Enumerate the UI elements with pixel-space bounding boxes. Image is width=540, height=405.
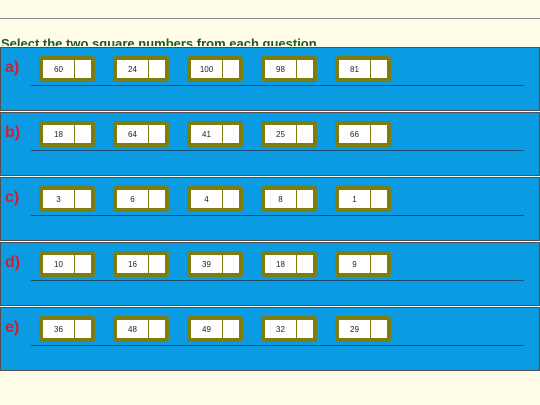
option-checkbox[interactable]	[297, 190, 313, 208]
option-checkbox[interactable]	[75, 255, 91, 273]
answer-option[interactable]: 39	[187, 251, 243, 277]
question-row-c: c) 3 6 4 8 1	[0, 177, 540, 241]
answer-option[interactable]: 18	[39, 121, 95, 147]
option-checkbox[interactable]	[75, 320, 91, 338]
question-letter: b)	[5, 124, 21, 141]
option-number: 49	[191, 320, 223, 338]
answer-option[interactable]: 98	[261, 56, 317, 82]
option-checkbox[interactable]	[371, 255, 387, 273]
option-checkbox[interactable]	[297, 60, 313, 78]
answer-option[interactable]: 32	[261, 316, 317, 342]
answer-option[interactable]: 41	[187, 121, 243, 147]
question-row-e: e) 36 48 49 32 29	[0, 307, 540, 371]
question-letter: e)	[5, 319, 20, 336]
option-checkbox[interactable]	[371, 125, 387, 143]
option-checkbox[interactable]	[223, 320, 239, 338]
answer-option[interactable]: 81	[335, 56, 391, 82]
option-number: 4	[191, 190, 223, 208]
option-number: 48	[117, 320, 149, 338]
option-number: 41	[191, 125, 223, 143]
option-number: 32	[265, 320, 297, 338]
option-number: 9	[339, 255, 371, 273]
option-checkbox[interactable]	[371, 60, 387, 78]
option-checkbox[interactable]	[297, 125, 313, 143]
option-checkbox[interactable]	[149, 60, 165, 78]
answer-option[interactable]: 8	[261, 186, 317, 212]
answer-underline	[31, 280, 524, 281]
option-checkbox[interactable]	[149, 320, 165, 338]
answer-option[interactable]: 1	[335, 186, 391, 212]
answer-option[interactable]: 100	[187, 56, 243, 82]
option-number: 98	[265, 60, 297, 78]
answer-options: 3 6 4 8 1	[39, 186, 391, 212]
option-number: 16	[117, 255, 149, 273]
option-checkbox[interactable]	[371, 190, 387, 208]
question-letter: c)	[5, 189, 20, 206]
option-number: 100	[191, 60, 223, 78]
option-number: 3	[43, 190, 75, 208]
option-number: 36	[43, 320, 75, 338]
option-number: 25	[265, 125, 297, 143]
answer-option[interactable]: 66	[335, 121, 391, 147]
option-number: 60	[43, 60, 75, 78]
option-checkbox[interactable]	[223, 190, 239, 208]
option-number: 1	[339, 190, 371, 208]
option-number: 6	[117, 190, 149, 208]
answer-underline	[31, 215, 524, 216]
option-checkbox[interactable]	[297, 255, 313, 273]
option-number: 81	[339, 60, 371, 78]
option-checkbox[interactable]	[149, 125, 165, 143]
answer-option[interactable]: 60	[39, 56, 95, 82]
option-checkbox[interactable]	[223, 125, 239, 143]
answer-underline	[31, 150, 524, 151]
option-number: 18	[43, 125, 75, 143]
answer-option[interactable]: 24	[113, 56, 169, 82]
question-letter: d)	[5, 254, 21, 271]
option-number: 64	[117, 125, 149, 143]
option-checkbox[interactable]	[75, 190, 91, 208]
question-list: a) 60 24 100 98 81 b) 18 64 41 25 66 c) …	[0, 47, 540, 371]
answer-options: 36 48 49 32 29	[39, 316, 391, 342]
answer-options: 10 16 39 18 9	[39, 251, 391, 277]
question-row-d: d) 10 16 39 18 9	[0, 242, 540, 306]
question-row-b: b) 18 64 41 25 66	[0, 112, 540, 176]
question-row-a: a) 60 24 100 98 81	[0, 47, 540, 111]
option-checkbox[interactable]	[371, 320, 387, 338]
answer-underline	[31, 345, 524, 346]
answer-option[interactable]: 4	[187, 186, 243, 212]
answer-underline	[31, 85, 524, 86]
option-checkbox[interactable]	[223, 60, 239, 78]
answer-option[interactable]: 36	[39, 316, 95, 342]
answer-option[interactable]: 49	[187, 316, 243, 342]
option-checkbox[interactable]	[75, 60, 91, 78]
answer-option[interactable]: 6	[113, 186, 169, 212]
answer-options: 60 24 100 98 81	[39, 56, 391, 82]
answer-option[interactable]: 64	[113, 121, 169, 147]
option-checkbox[interactable]	[149, 255, 165, 273]
answer-option[interactable]: 16	[113, 251, 169, 277]
option-number: 18	[265, 255, 297, 273]
option-number: 24	[117, 60, 149, 78]
option-number: 39	[191, 255, 223, 273]
option-number: 10	[43, 255, 75, 273]
answer-option[interactable]: 29	[335, 316, 391, 342]
answer-option[interactable]: 48	[113, 316, 169, 342]
option-checkbox[interactable]	[297, 320, 313, 338]
answer-option[interactable]: 18	[261, 251, 317, 277]
option-number: 66	[339, 125, 371, 143]
option-checkbox[interactable]	[149, 190, 165, 208]
option-checkbox[interactable]	[75, 125, 91, 143]
answer-options: 18 64 41 25 66	[39, 121, 391, 147]
option-number: 29	[339, 320, 371, 338]
top-bar	[0, 0, 540, 19]
answer-option[interactable]: 3	[39, 186, 95, 212]
option-number: 8	[265, 190, 297, 208]
instruction-text: Select the two square numbers from each …	[1, 37, 317, 46]
question-letter: a)	[5, 59, 20, 76]
answer-option[interactable]: 10	[39, 251, 95, 277]
answer-option[interactable]: 25	[261, 121, 317, 147]
answer-option[interactable]: 9	[335, 251, 391, 277]
option-checkbox[interactable]	[223, 255, 239, 273]
